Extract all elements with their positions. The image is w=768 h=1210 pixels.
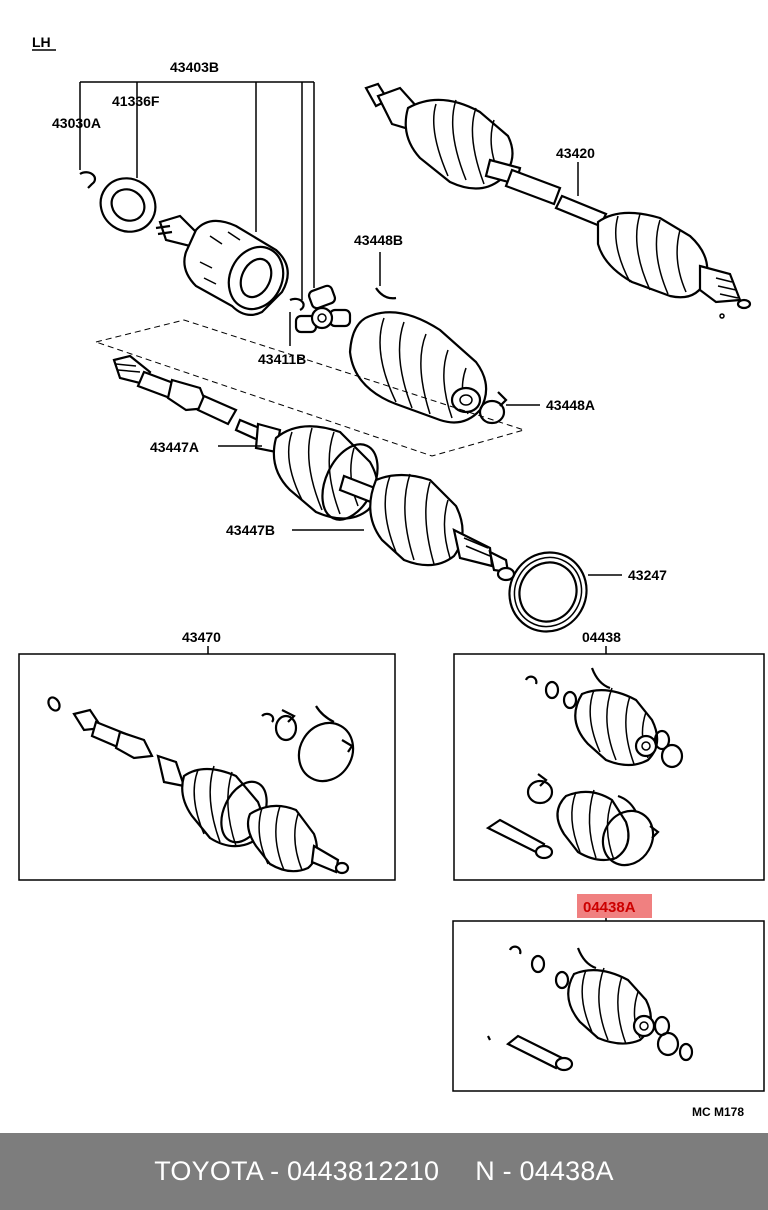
highlight-box-04438A [577,894,652,918]
kit-box-04438 [453,653,765,881]
boot-kit-04438 [485,667,684,867]
parts-diagram: LH 43403B 41336F 43030A 43411B [18,34,765,1119]
dashed-group-outline [94,319,526,457]
footer-bar: TOYOTA - 0443812210 N - 04438A [0,1133,768,1210]
part-label-43470[interactable]: 43470 [182,629,221,645]
footer-reference: N - 04438A [475,1156,614,1186]
drive-shaft-assembly-43420 [364,82,752,319]
part-label-43420[interactable]: 43420 [556,145,595,161]
part-label-43447B[interactable]: 43447B [226,522,275,538]
tripod-43411B [289,284,352,334]
part-label-43030A[interactable]: 43030A [52,115,101,131]
clamp-43448A [478,391,508,425]
seal-43247 [508,551,588,633]
part-label-43447A[interactable]: 43447A [150,439,199,455]
seal-41336F [99,177,157,233]
kit-box-04438A [452,920,765,1092]
figure-code: MC M178 [692,1105,744,1119]
part-label-43448A[interactable]: 43448A [546,397,595,413]
part-label-43448B[interactable]: 43448B [354,232,403,248]
shaft-assembly-center [112,354,516,582]
part-label-41336F[interactable]: 41336F [112,93,160,109]
footer-part-number: TOYOTA - 0443812210 [154,1156,440,1186]
part-label-04438[interactable]: 04438 [582,629,621,645]
boot-43448B [348,311,488,424]
boot-kit-04438A [487,945,694,1072]
snap-ring-43030A [79,171,97,189]
part-label-04438A[interactable]: 04438A [583,899,636,916]
side-label: LH [32,34,51,50]
part-label-43411B[interactable]: 43411B [258,351,306,367]
shaft-assembly-43470 [47,696,355,875]
outer-housing-43403B [155,214,289,317]
part-label-43247[interactable]: 43247 [628,567,667,583]
kit-box-43470 [18,653,396,881]
part-label-43403B[interactable]: 43403B [170,59,219,75]
